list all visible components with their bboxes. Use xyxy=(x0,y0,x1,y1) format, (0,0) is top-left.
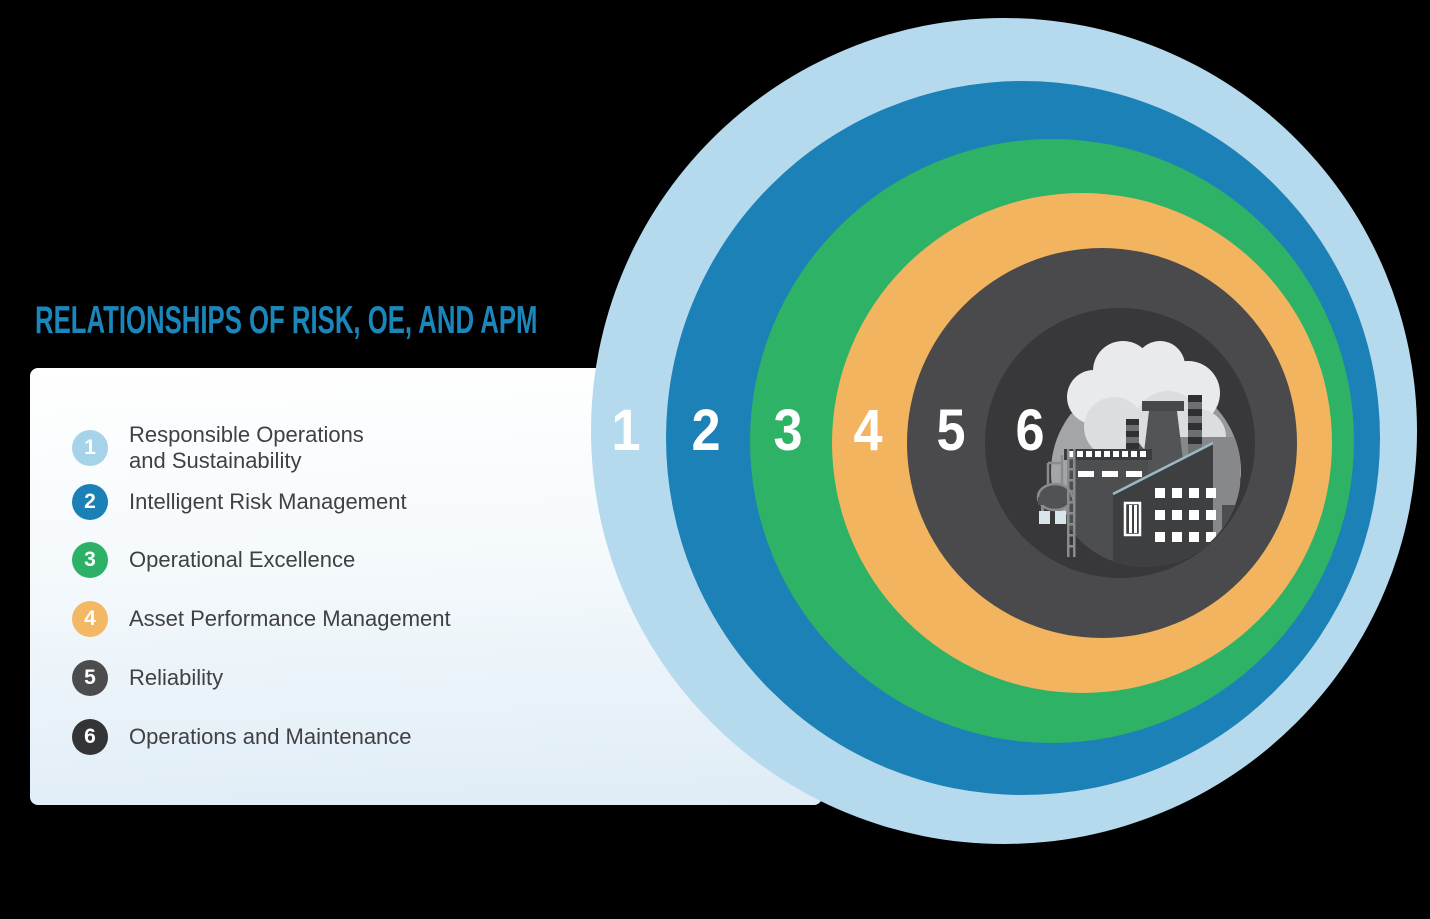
ring-number-2: 2 xyxy=(691,398,721,463)
legend-badge-4-number: 4 xyxy=(84,607,96,630)
legend-badge-1-number: 1 xyxy=(84,436,96,459)
legend-badge-4: 4 xyxy=(72,601,108,637)
page-title: RELATIONSHIPS OF RISK, OE, AND APM xyxy=(35,299,538,342)
legend-badge-2-number: 2 xyxy=(84,490,96,513)
ring-number-4: 4 xyxy=(853,398,883,463)
legend-badge-3: 3 xyxy=(72,542,108,578)
legend-item-responsible-operations: 1 Responsible Operations and Sustainabil… xyxy=(72,422,364,474)
legend-badge-3-number: 3 xyxy=(84,548,96,571)
legend-item-asset-performance: 4 Asset Performance Management xyxy=(72,601,451,637)
legend-badge-5: 5 xyxy=(72,660,108,696)
legend-badge-1: 1 xyxy=(72,430,108,466)
legend-badge-6: 6 xyxy=(72,719,108,755)
legend-label-5: Reliability xyxy=(129,665,224,690)
ring-number-3: 3 xyxy=(773,398,803,463)
legend-label-3: Operational Excellence xyxy=(129,547,356,572)
factory-icon xyxy=(1036,341,1241,567)
legend-item-operational-excellence: 3 Operational Excellence xyxy=(72,542,355,578)
legend-badge-2: 2 xyxy=(72,484,108,520)
legend-label-2: Intelligent Risk Management xyxy=(129,489,407,514)
ring-number-6: 6 xyxy=(1015,398,1045,463)
legend-badge-5-number: 5 xyxy=(84,666,96,689)
legend-item-intelligent-risk: 2 Intelligent Risk Management xyxy=(72,484,407,520)
legend-badge-6-number: 6 xyxy=(84,725,96,748)
ring-number-5: 5 xyxy=(936,398,966,463)
legend-label-1-line2: and Sustainability xyxy=(129,448,302,473)
legend-item-operations-maintenance: 6 Operations and Maintenance xyxy=(72,719,412,755)
legend-label-4: Asset Performance Management xyxy=(129,606,451,631)
legend-label-1: Responsible Operations and Sustainabilit… xyxy=(129,422,364,474)
legend-label-1-line1: Responsible Operations xyxy=(129,422,364,447)
legend-item-reliability: 5 Reliability xyxy=(72,660,223,696)
ring-number-1: 1 xyxy=(611,398,641,463)
legend-label-6: Operations and Maintenance xyxy=(129,724,412,749)
ladder xyxy=(1067,449,1076,557)
